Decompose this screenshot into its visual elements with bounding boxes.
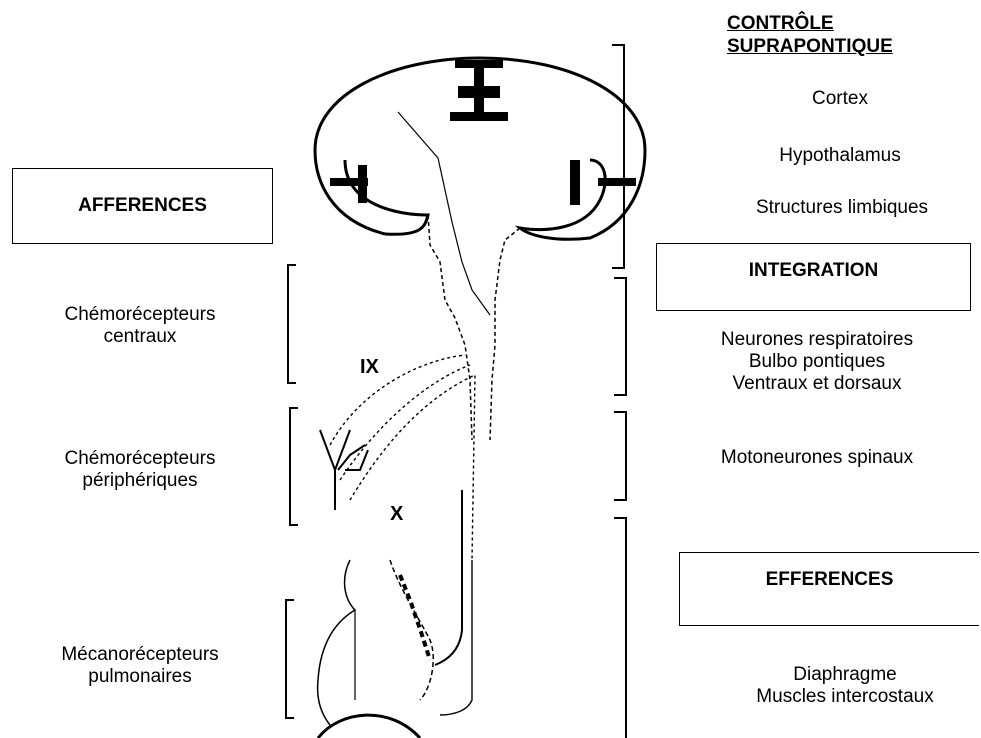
- efferences-lines: Diaphragme Muscles intercostaux: [720, 664, 970, 708]
- integration-title: INTEGRATION: [749, 260, 878, 282]
- mechano-label: Mécanorécepteurs pulmonaires: [30, 644, 250, 688]
- integration-line1: Neurones respiratoires: [672, 329, 962, 351]
- nerve-x-label: X: [390, 503, 403, 525]
- chemo-peripheral-line1: Chémorécepteurs: [30, 448, 250, 470]
- bracket-efferences: [614, 518, 626, 738]
- lung-outline: [318, 560, 355, 725]
- mechano-line1: Mécanorécepteurs: [30, 644, 250, 666]
- chemo-central-line2: centraux: [30, 326, 250, 348]
- bracket-chemo-central: [288, 265, 296, 383]
- chemo-central-label: Chémorécepteurs centraux: [30, 304, 250, 348]
- supra-heading-line2: SUPRAPONTIQUE: [727, 35, 893, 58]
- bracket-integration: [614, 278, 626, 395]
- bracket-mechano: [286, 600, 294, 718]
- nerve-x-path: [350, 375, 475, 560]
- efferences-line2: Muscles intercostaux: [720, 686, 970, 708]
- bracket-supra: [612, 45, 624, 268]
- chemo-peripheral-line2: périphériques: [30, 470, 250, 492]
- integration-lines: Neurones respiratoires Bulbo pontiques V…: [672, 329, 962, 395]
- bracket-motoneurons: [614, 412, 626, 500]
- integration-line3: Ventraux et dorsaux: [672, 373, 962, 395]
- supra-heading: CONTRÔLE SUPRAPONTIQUE: [727, 12, 893, 58]
- efferences-line1: Diaphragme: [720, 664, 970, 686]
- supra-item-cortex: Cortex: [720, 88, 960, 110]
- supra-item-limbic: Structures limbiques: [712, 197, 972, 219]
- cortex-symbol: [450, 60, 508, 121]
- afferences-title: AFFERENCES: [78, 195, 207, 217]
- chemo-central-line1: Chémorécepteurs: [30, 304, 250, 326]
- brainstem: [428, 215, 472, 440]
- mechano-line2: pulmonaires: [30, 666, 250, 688]
- efferences-title: EFFERENCES: [766, 569, 894, 591]
- supra-heading-line1: CONTRÔLE: [727, 12, 893, 35]
- efferences-box: EFFERENCES: [679, 552, 979, 626]
- chemo-peripheral-label: Chémorécepteurs périphériques: [30, 448, 250, 492]
- motoneurons-label: Motoneurones spinaux: [682, 447, 952, 469]
- integration-line2: Bulbo pontiques: [672, 351, 962, 373]
- afferences-box: AFFERENCES: [12, 168, 273, 244]
- integration-box: INTEGRATION: [656, 243, 971, 311]
- nerve-ix-label: IX: [360, 356, 379, 378]
- left-lateral-symbol: [330, 165, 368, 203]
- bracket-chemo-peripheral: [290, 408, 298, 525]
- supra-item-hypothalamus: Hypothalamus: [720, 145, 960, 167]
